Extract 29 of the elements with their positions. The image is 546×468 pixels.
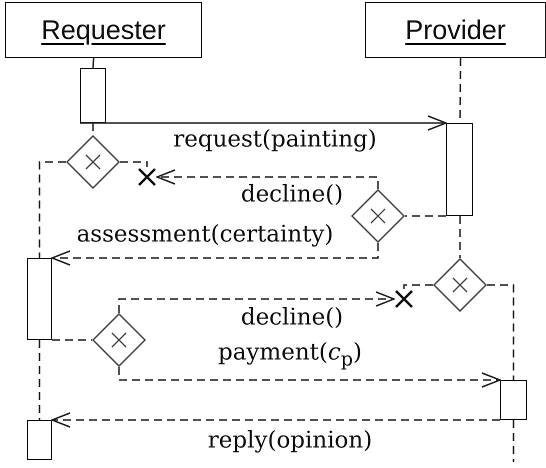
lifeline-segment [512, 420, 514, 462]
lifeline-segment [405, 215, 446, 217]
exclusive-gateway-diamond [66, 135, 120, 189]
activation-bar [27, 420, 52, 460]
activation-bar [27, 258, 52, 340]
lifeline-segment [487, 284, 514, 380]
exclusive-gateway-diamond [92, 313, 146, 367]
message-arrow [51, 412, 500, 428]
message-arrow [118, 367, 501, 388]
lifeline-segment [38, 161, 66, 258]
lifeline-segment [52, 339, 92, 341]
destruction-mark [137, 167, 157, 187]
message-arrow [80, 115, 447, 131]
lifeline-segment [120, 161, 148, 167]
lifeline-head: Requester [5, 2, 202, 58]
message-arrow [51, 243, 379, 266]
message-arrow [118, 291, 395, 313]
exclusive-gateway-diamond [351, 189, 405, 243]
destruction-mark [394, 289, 414, 309]
activation-bar [80, 68, 106, 123]
lifeline-segment [38, 340, 40, 420]
message-arrow [156, 169, 379, 189]
lifeline-segment [459, 216, 461, 258]
activation-bar [500, 380, 527, 420]
lifeline-head: Provider [365, 2, 546, 58]
exclusive-gateway-diamond [433, 258, 487, 312]
lifeline-segment [92, 58, 94, 68]
activation-bar [446, 123, 473, 216]
lifeline-segment [403, 284, 433, 289]
